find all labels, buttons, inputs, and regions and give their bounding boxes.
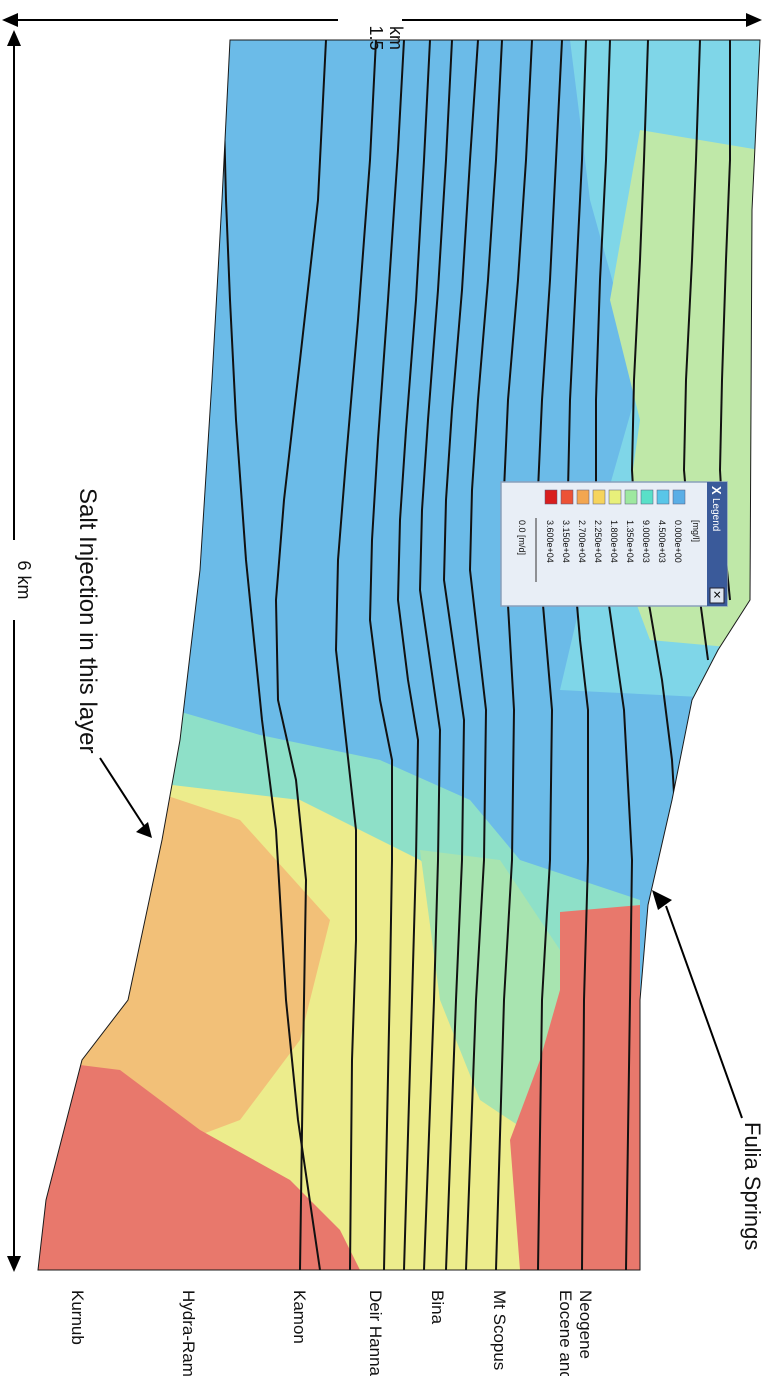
arrowhead-up-icon: [7, 30, 21, 46]
layer-label-kurnub: Kurnub: [68, 1290, 87, 1345]
layer-contour-line: [369, 40, 405, 1270]
salt-injection-label: Salt Injection in this layer: [74, 488, 101, 753]
layer-label-deir-hanna: Deir Hanna: [366, 1290, 385, 1376]
legend-title: Legend: [710, 498, 721, 531]
legend-value: 3.150e+04: [561, 520, 571, 563]
layer-label-eocene-neogene: Eocene andNeogene: [556, 1290, 595, 1376]
legend-swatch: [640, 489, 654, 505]
legend-value: 3.600e+04: [545, 520, 555, 563]
legend-value: 0.000e+00: [673, 520, 683, 563]
arrowhead-down-icon: [7, 1256, 21, 1272]
legend-value: 1.350e+04: [625, 520, 635, 563]
legend-swatch: [608, 489, 622, 505]
close-icon: ×: [710, 591, 726, 599]
layer-label-hydra-rama: Hydra-Rama: [179, 1290, 198, 1376]
legend-titlebar: [707, 482, 727, 606]
layer-contour-line: [221, 40, 321, 1270]
legend-entries: 0.000e+00 4.500e+03 9.000e+03 1.350e+04 1.80…: [535, 489, 686, 582]
legend-swatch: [656, 489, 670, 505]
legend-swatch: [560, 489, 574, 505]
legend-swatch: [624, 489, 638, 505]
layer-contour-line: [419, 40, 453, 1270]
layer-label-kamon: Kamon: [290, 1290, 309, 1344]
legend-flow-label: 0.0 [m/d]: [517, 520, 527, 555]
legend-value: 2.700e+04: [577, 520, 587, 563]
legend-logo-icon: X: [709, 486, 724, 495]
layer-contour-line: [443, 40, 479, 1270]
legend-swatch: [544, 489, 558, 505]
width-label: 1.5km: [366, 25, 406, 50]
legend-swatch: [592, 489, 606, 505]
layer-contour-line: [397, 40, 431, 1270]
fulia-springs-label: Fulia Springs: [740, 1122, 765, 1250]
length-label: 6 km: [14, 560, 34, 599]
salt-injection-arrow-icon: [136, 822, 152, 838]
salt-zone-upper-right: [510, 905, 640, 1270]
layer-label-bina: Bina: [428, 1290, 447, 1325]
layer-contour-line: [335, 40, 377, 1270]
legend-swatch: [672, 489, 686, 505]
layer-contour-line: [275, 40, 327, 1270]
layer-label-mt-scopus: Mt Scopus: [490, 1290, 509, 1370]
legend-value: 2.250e+04: [593, 520, 603, 563]
arrowhead-right-icon: [746, 13, 762, 27]
layer-contour-line: [465, 40, 503, 1270]
legend-close-button[interactable]: [709, 587, 725, 604]
salt-injection-annotation: Salt Injection in this layer: [74, 488, 152, 838]
width-dimension: 1.5km: [2, 13, 762, 51]
fulia-springs-annotation: Fulia Springs: [652, 890, 765, 1250]
legend-value: 4.500e+03: [657, 520, 667, 563]
salt-zone-lower-left: [38, 1060, 360, 1270]
layer-labels: Kurnub Hydra-Rama Kamon Deir Hanna Bina …: [68, 1290, 595, 1376]
legend-unit: [mg/l]: [691, 520, 701, 542]
fulia-springs-arrow-icon: [652, 890, 672, 910]
arrowhead-left-icon: [2, 13, 18, 27]
legend-value: 1.800e+04: [609, 520, 619, 563]
length-dimension: 6 km: [7, 30, 34, 1272]
legend-value: 9.000e+03: [641, 520, 651, 563]
legend-window[interactable]: X Legend × [mg/l] 0.000e+00 4.500e+03 9.00…: [500, 481, 728, 607]
legend-swatch: [576, 489, 590, 505]
